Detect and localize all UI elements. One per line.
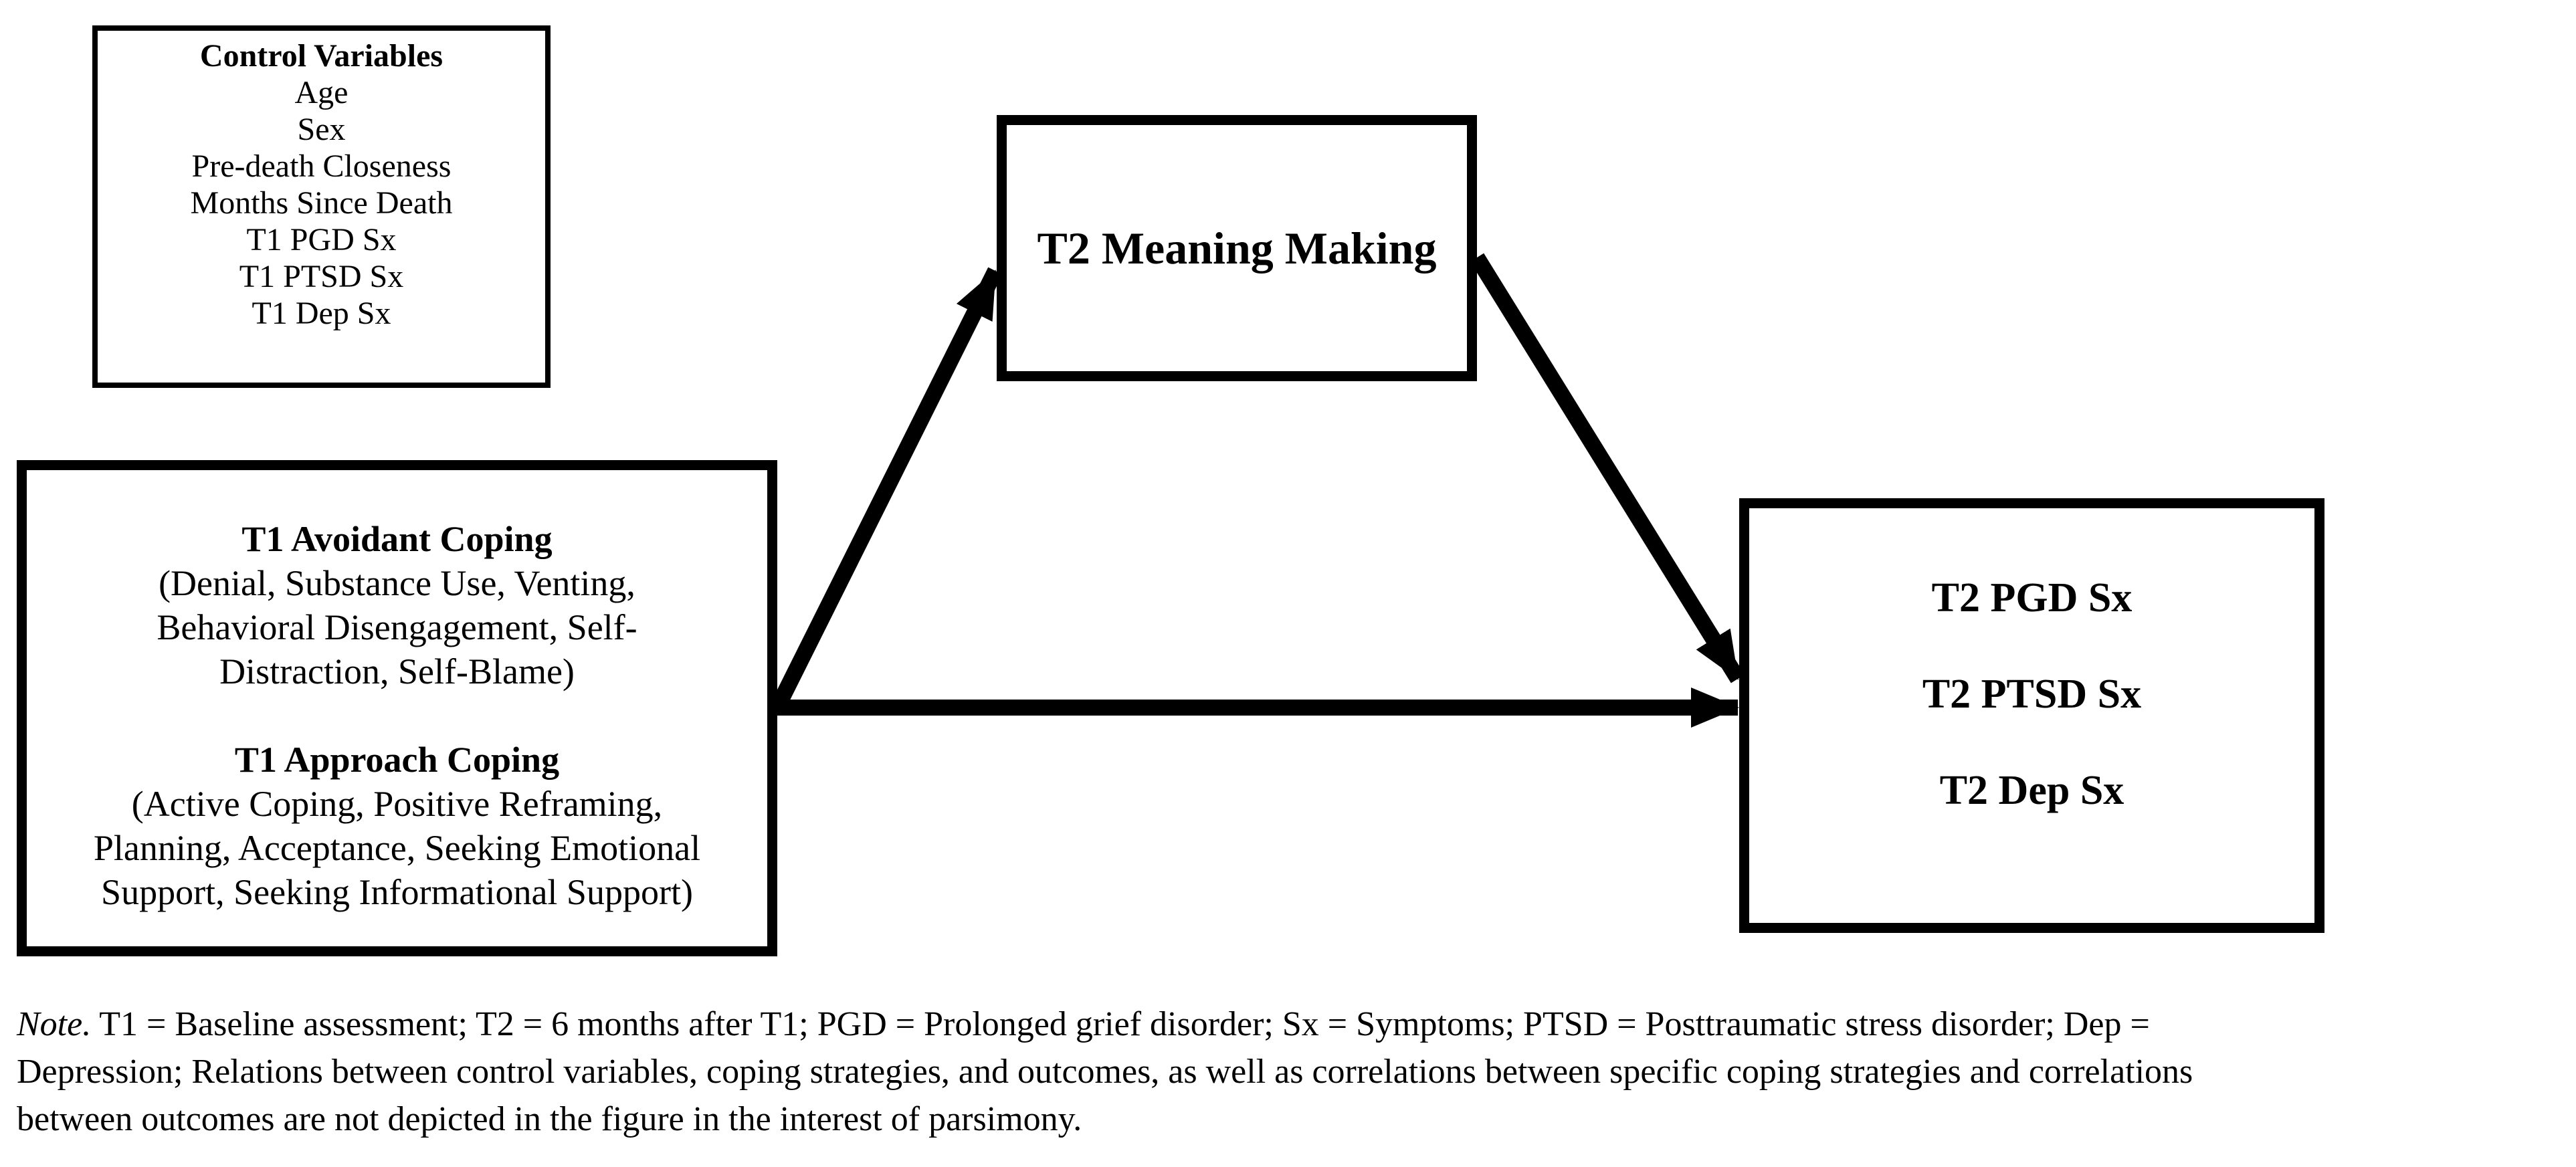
control-variable-item: Pre-death Closeness bbox=[191, 148, 452, 184]
figure-note: Note. T1 = Baseline assessment; T2 = 6 m… bbox=[17, 1000, 2193, 1143]
control-variable-item: T1 Dep Sx bbox=[252, 296, 391, 331]
approach-coping-detail: (Active Coping, Positive Reframing, bbox=[131, 784, 663, 824]
approach-coping-title: T1 Approach Coping bbox=[234, 740, 560, 780]
outcome-label-ptsd: T2 PTSD Sx bbox=[1922, 671, 2142, 717]
t2-meaning-making-mediator-box: T2 Meaning Making bbox=[997, 115, 1477, 381]
approach-coping-detail: Planning, Acceptance, Seeking Emotional bbox=[93, 828, 701, 868]
avoidant-coping-detail: (Denial, Substance Use, Venting, bbox=[159, 563, 635, 603]
t2-outcomes-box: T2 PGD Sx T2 PTSD Sx T2 Dep Sx bbox=[1739, 498, 2324, 933]
avoidant-coping-title: T1 Avoidant Coping bbox=[241, 519, 553, 559]
arrow-coping-to-meaning bbox=[770, 267, 1003, 712]
arrow-meaning-to-outcomes bbox=[1470, 253, 1745, 683]
control-variable-item: Sex bbox=[297, 112, 346, 147]
control-variables-title: Control Variables bbox=[199, 38, 443, 74]
mediator-label: T2 Meaning Making bbox=[1037, 222, 1437, 274]
outcome-label-pgd: T2 PGD Sx bbox=[1931, 575, 2133, 621]
control-variable-item: Age bbox=[294, 75, 349, 110]
t1-coping-predictor-box: T1 Avoidant Coping (Denial, Substance Us… bbox=[17, 460, 777, 956]
outcome-label-dep: T2 Dep Sx bbox=[1939, 768, 2124, 813]
figure-note-prefix: Note. bbox=[17, 1005, 92, 1043]
figure-note-text: T1 = Baseline assessment; T2 = 6 months … bbox=[91, 1005, 2150, 1043]
control-variable-item: T1 PGD Sx bbox=[246, 222, 397, 257]
figure-note-line: Note. T1 = Baseline assessment; T2 = 6 m… bbox=[17, 1000, 2193, 1048]
avoidant-coping-detail: Distraction, Self-Blame) bbox=[219, 651, 575, 692]
control-variables-box: Control Variables Age Sex Pre-death Clos… bbox=[92, 25, 551, 388]
figure-note-line: Depression; Relations between control va… bbox=[17, 1053, 2193, 1091]
avoidant-coping-detail: Behavioral Disengagement, Self- bbox=[157, 607, 637, 647]
control-variable-item: Months Since Death bbox=[190, 185, 453, 221]
approach-coping-detail: Support, Seeking Informational Support) bbox=[101, 872, 693, 912]
figure-note-line: between outcomes are not depicted in the… bbox=[17, 1100, 1082, 1138]
control-variable-item: T1 PTSD Sx bbox=[239, 259, 404, 294]
